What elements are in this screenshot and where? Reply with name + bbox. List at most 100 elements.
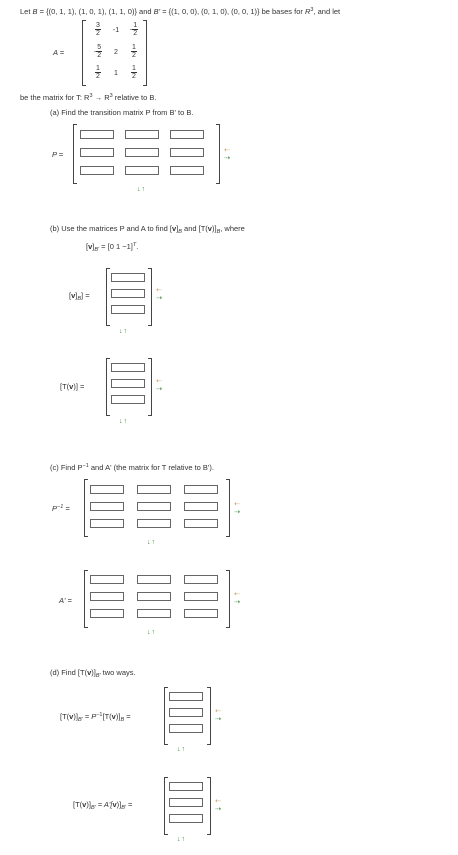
resize-columns-control[interactable]: ⇠⇢	[232, 591, 242, 607]
matrix-input-cell[interactable]	[137, 519, 171, 528]
right-arrow-icon[interactable]: ⇢	[215, 716, 221, 723]
right-arrow-icon[interactable]: ⇢	[215, 806, 221, 813]
matrix-input-cell[interactable]	[90, 592, 124, 601]
resize-columns-control[interactable]: ⇠⇢	[213, 708, 223, 724]
matrix-input-cell[interactable]	[137, 592, 171, 601]
matrix-input-cell[interactable]	[90, 502, 124, 511]
part-d-label: (d) Find [T(v)]B' two ways.	[50, 668, 136, 679]
desc-exp2: 3	[109, 93, 113, 99]
left-arrow-icon[interactable]: ⇠	[224, 147, 230, 154]
matrix-input-cell[interactable]	[111, 273, 145, 282]
down-arrow-icon[interactable]: ↓	[147, 539, 152, 546]
matrix-input-cell[interactable]	[111, 305, 145, 314]
matrix-input-cell[interactable]	[169, 692, 203, 701]
up-arrow-icon[interactable]: ↑	[151, 629, 156, 636]
matrix-input-cell[interactable]	[80, 130, 114, 139]
down-arrow-icon[interactable]: ↓	[137, 186, 142, 193]
matrix-input-cell[interactable]	[184, 575, 218, 584]
gv-close: ]	[92, 242, 95, 251]
matrix-input-cell[interactable]	[80, 148, 114, 157]
vB-left-bracket	[106, 268, 110, 326]
down-arrow-icon[interactable]: ↓	[119, 328, 124, 335]
matrix-input-cell[interactable]	[137, 609, 171, 618]
matrix-input-cell[interactable]	[80, 166, 114, 175]
basis-B-value: = {(0, 1, 1), (1, 0, 1), (1, 1, 0)} and	[37, 7, 154, 16]
up-arrow-icon[interactable]: ↑	[181, 836, 186, 843]
matrix-input-cell[interactable]	[90, 519, 124, 528]
pb-and: and [T(	[181, 224, 208, 233]
matrix-input-cell[interactable]	[90, 609, 124, 618]
resize-rows-control[interactable]: ↓↑	[177, 746, 186, 753]
resize-rows-control[interactable]: ↓↑	[119, 328, 128, 335]
matrix-input-cell[interactable]	[184, 502, 218, 511]
resize-rows-control[interactable]: ↓↑	[147, 629, 156, 636]
right-arrow-icon[interactable]: ⇢	[234, 509, 240, 516]
Pinv-label: P−1 =	[52, 504, 70, 513]
resize-columns-control[interactable]: ⇠⇢	[154, 378, 164, 394]
right-arrow-icon[interactable]: ⇢	[224, 155, 230, 162]
matrix-input-cell[interactable]	[170, 166, 204, 175]
down-arrow-icon[interactable]: ↓	[147, 629, 152, 636]
up-arrow-icon[interactable]: ↑	[151, 539, 156, 546]
matrix-input-cell[interactable]	[125, 148, 159, 157]
matrix-input-cell[interactable]	[184, 485, 218, 494]
given-vector: [v]B' = [0 1 −1]T.	[86, 242, 138, 253]
up-arrow-icon[interactable]: ↑	[141, 186, 146, 193]
resize-rows-control[interactable]: ↓↑	[147, 539, 156, 546]
matrix-input-cell[interactable]	[184, 609, 218, 618]
resize-columns-control[interactable]: ⇠⇢	[154, 287, 164, 303]
right-arrow-icon[interactable]: ⇢	[156, 295, 162, 302]
left-arrow-icon[interactable]: ⇠	[156, 287, 162, 294]
pd-sub: B'	[95, 673, 101, 679]
numerator: 5	[96, 44, 103, 52]
matrix-input-cell[interactable]	[170, 130, 204, 139]
w1-eq: =	[124, 712, 131, 721]
right-arrow-icon[interactable]: ⇢	[234, 599, 240, 606]
resize-columns-control[interactable]: ⇠⇢	[222, 147, 232, 163]
resize-rows-control[interactable]: ↓↑	[177, 836, 186, 843]
Aprime-right-bracket	[226, 570, 230, 628]
way2-label: [T(v)]B' = A'[v)]B' =	[73, 800, 132, 811]
right-arrow-icon[interactable]: ⇢	[156, 386, 162, 393]
matrix-input-cell[interactable]	[111, 363, 145, 372]
up-arrow-icon[interactable]: ↑	[123, 418, 128, 425]
matrix-input-cell[interactable]	[137, 502, 171, 511]
TvB-v: v	[69, 382, 74, 391]
matrix-input-cell[interactable]	[125, 130, 159, 139]
left-arrow-icon[interactable]: ⇠	[234, 591, 240, 598]
matrix-input-cell[interactable]	[90, 575, 124, 584]
way2-right-bracket	[207, 777, 211, 835]
up-arrow-icon[interactable]: ↑	[181, 746, 186, 753]
matrix-input-cell[interactable]	[170, 148, 204, 157]
matrix-input-cell[interactable]	[169, 782, 203, 791]
matrix-input-cell[interactable]	[169, 708, 203, 717]
resize-columns-control[interactable]: ⇠⇢	[232, 501, 242, 517]
matrix-input-cell[interactable]	[111, 379, 145, 388]
resize-columns-control[interactable]: ⇠⇢	[213, 798, 223, 814]
down-arrow-icon[interactable]: ↓	[177, 746, 182, 753]
down-arrow-icon[interactable]: ↓	[177, 836, 182, 843]
matrix-input-cell[interactable]	[111, 395, 145, 404]
left-arrow-icon[interactable]: ⇠	[215, 798, 221, 805]
matrix-input-cell[interactable]	[184, 519, 218, 528]
matrix-input-cell[interactable]	[90, 485, 124, 494]
left-arrow-icon[interactable]: ⇠	[234, 501, 240, 508]
down-arrow-icon[interactable]: ↓	[119, 418, 124, 425]
left-arrow-icon[interactable]: ⇠	[215, 708, 221, 715]
matrix-input-cell[interactable]	[111, 289, 145, 298]
resize-rows-control[interactable]: ↓↑	[137, 186, 146, 193]
resize-rows-control[interactable]: ↓↑	[119, 418, 128, 425]
matrix-input-cell[interactable]	[125, 166, 159, 175]
matrix-input-cell[interactable]	[169, 798, 203, 807]
matrix-input-cell[interactable]	[184, 592, 218, 601]
left-arrow-icon[interactable]: ⇠	[156, 378, 162, 385]
matrix-input-cell[interactable]	[137, 575, 171, 584]
matrix-input-cell[interactable]	[169, 724, 203, 733]
matrix-input-cell[interactable]	[137, 485, 171, 494]
up-arrow-icon[interactable]: ↑	[123, 328, 128, 335]
matrix-input-cell[interactable]	[169, 814, 203, 823]
matrix-A-entry: 2	[114, 49, 118, 56]
